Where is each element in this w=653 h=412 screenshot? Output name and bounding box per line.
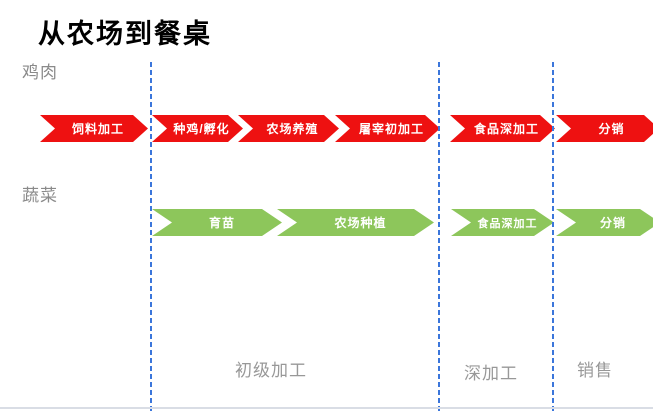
process-step-chicken-3: 农场养殖 bbox=[238, 115, 339, 142]
diagram-title: 从农场到餐桌 bbox=[38, 19, 212, 49]
stage-divider-2 bbox=[438, 62, 440, 412]
stage-label-sales: 销售 bbox=[577, 361, 613, 380]
lane-label-chicken: 鸡肉 bbox=[22, 63, 58, 82]
stage-label-primary-processing: 初级加工 bbox=[235, 361, 307, 380]
stage-label-deep-processing: 深加工 bbox=[464, 364, 518, 383]
process-step-chicken-4: 屠宰初加工 bbox=[335, 115, 440, 142]
process-step-chicken-5: 食品深加工 bbox=[450, 115, 555, 142]
bottom-rule bbox=[0, 407, 653, 409]
lane-label-vegetable: 蔬菜 bbox=[22, 186, 58, 205]
process-step-vegetable-2: 农场种植 bbox=[277, 209, 434, 236]
process-step-chicken-1: 饲料加工 bbox=[40, 115, 148, 142]
process-step-chicken-2: 种鸡/孵化 bbox=[152, 115, 243, 142]
process-step-vegetable-3: 食品深加工 bbox=[451, 209, 554, 236]
stage-divider-3 bbox=[552, 62, 554, 412]
stage-divider-1 bbox=[150, 62, 152, 412]
process-step-chicken-6: 分销 bbox=[556, 115, 653, 142]
process-step-vegetable-1: 育苗 bbox=[152, 209, 282, 236]
process-step-vegetable-4: 分销 bbox=[556, 209, 653, 236]
